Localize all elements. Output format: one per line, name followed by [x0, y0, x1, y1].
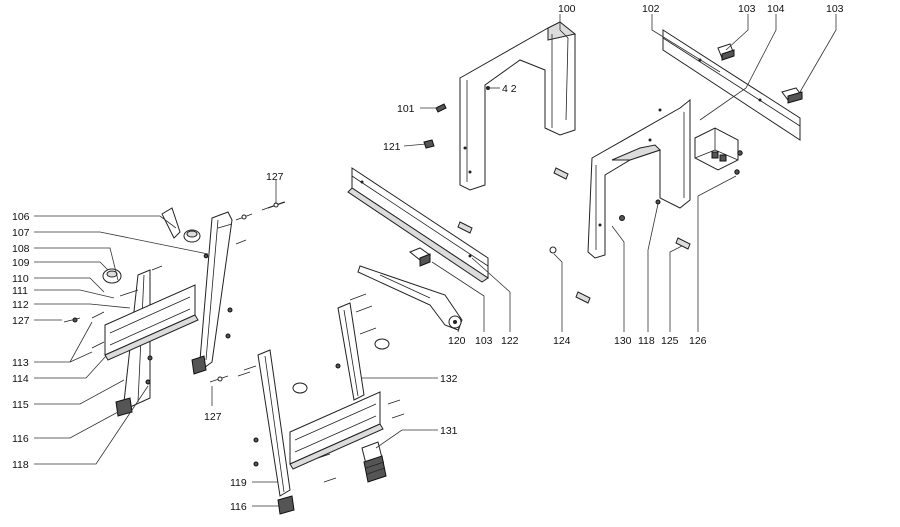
- label-102: 102: [642, 3, 660, 15]
- label-127: 127: [266, 171, 284, 183]
- label-131: 131: [440, 425, 458, 437]
- label-118: 118: [638, 335, 655, 347]
- part-124-screw: [549, 246, 557, 254]
- label-116: 116: [12, 433, 29, 445]
- label-112: 112: [12, 299, 29, 311]
- label-121: 121: [383, 141, 401, 153]
- label-42: 4 2: [502, 83, 517, 95]
- part-119-front-leg: [257, 349, 295, 515]
- part-electrical-box: [694, 127, 739, 171]
- part-122-angle-rail: [347, 167, 489, 283]
- label-120: 120: [448, 335, 466, 347]
- part-118-nut-right: [619, 199, 661, 221]
- label-103: 103: [826, 3, 844, 15]
- label-127: 127: [12, 315, 30, 327]
- part-114-cross-rail: [104, 284, 199, 361]
- part-103-clip-middle: [409, 247, 431, 267]
- label-113: 113: [12, 357, 29, 369]
- label-103: 103: [475, 335, 493, 347]
- label-125: 125: [661, 335, 679, 347]
- part-131-caster: [361, 441, 387, 483]
- part-130-rear-frame: [587, 98, 691, 259]
- part-106-spring-clip: [161, 207, 181, 239]
- label-116: 116: [230, 501, 247, 513]
- part-103-clip-top-left: [717, 43, 735, 61]
- label-126: 126: [689, 335, 707, 347]
- label-111: 111: [12, 285, 28, 297]
- label-130: 130: [614, 335, 632, 347]
- part-132-leg: [337, 302, 365, 401]
- part-labels: 100 102 103 104 103 4 2 101 121 127 106 …: [12, 3, 844, 513]
- part-107-leg: [191, 211, 233, 375]
- label-110: 110: [12, 273, 29, 285]
- part-front-cross-rail: [289, 391, 384, 470]
- bolts-left-cluster: [63, 201, 286, 385]
- part-120-curved-arm: [357, 265, 463, 331]
- label-109: 109: [12, 257, 30, 269]
- label-114: 114: [12, 373, 29, 385]
- part-cap-front-1: [292, 338, 390, 394]
- label-122: 122: [501, 335, 519, 347]
- label-106: 106: [12, 211, 30, 223]
- label-101: 101: [397, 103, 415, 115]
- part-121-screw: [423, 139, 435, 149]
- part-peg-2: [553, 167, 569, 180]
- label-103: 103: [738, 3, 756, 15]
- leader-lines: [34, 14, 837, 507]
- part-109-knob: [102, 268, 122, 284]
- part-peg-3: [675, 237, 691, 250]
- part-100-upper-frame: [459, 21, 577, 191]
- part-knob-top: [183, 229, 201, 243]
- part-peg-4: [575, 291, 591, 304]
- part-126-screw: [734, 150, 743, 175]
- label-115: 115: [12, 399, 29, 411]
- label-104: 104: [767, 3, 785, 15]
- part-peg-1: [457, 221, 473, 234]
- label-119: 119: [230, 477, 247, 489]
- label-127: 127: [204, 411, 222, 423]
- label-107: 107: [12, 227, 30, 239]
- label-132: 132: [440, 373, 458, 385]
- label-118: 118: [12, 459, 29, 471]
- label-124: 124: [553, 335, 571, 347]
- bolts-front-cluster: [209, 293, 405, 483]
- label-108: 108: [12, 243, 30, 255]
- part-101-screw: [435, 103, 447, 113]
- part-103-clip-top-right: [781, 87, 803, 104]
- label-100: 100: [558, 3, 576, 15]
